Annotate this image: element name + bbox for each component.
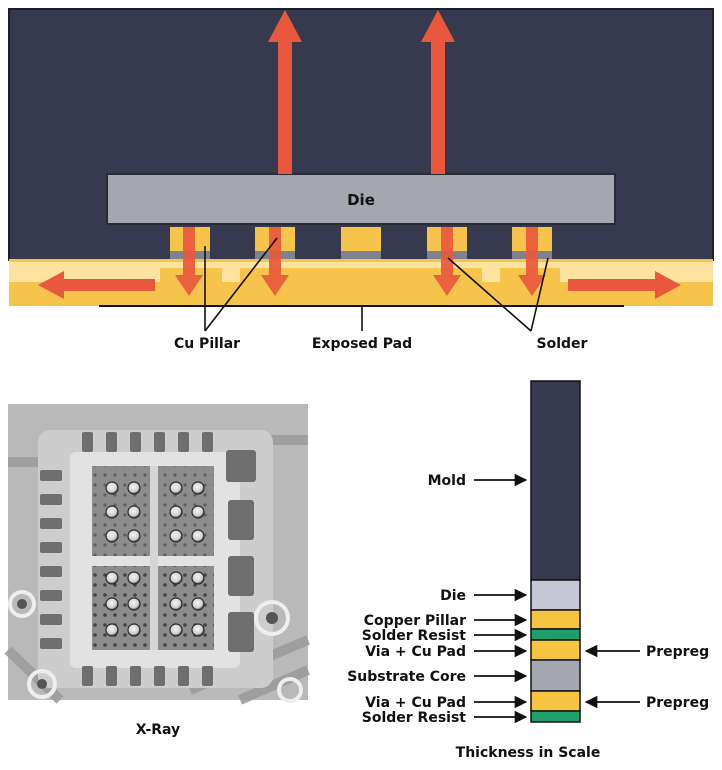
stack-label-substrate-core: Substrate Core (347, 669, 466, 685)
layer-mold (530, 380, 581, 581)
layer-copper-pillar (530, 609, 581, 630)
stack-label-solder-resist: Solder Resist (362, 628, 467, 644)
die (106, 173, 616, 225)
stackup-column: Mold Die Copper Pillar Solder Resist Via… (347, 380, 709, 761)
layer-die (530, 579, 581, 611)
heat-arrow-down (175, 227, 203, 296)
heat-arrow-down (261, 227, 289, 296)
layer-substrate-core (530, 659, 581, 692)
layer-via-cu-pad (530, 639, 581, 661)
solder-callout: Solder (537, 336, 588, 352)
package-cross-section: Die Cu Pillar Exposed Pad Solder (8, 8, 714, 352)
heat-arrow-left (38, 271, 155, 299)
stack-label-via-cu-pad: Via + Cu Pad (365, 644, 466, 660)
stackup-caption: Thickness in Scale (456, 745, 601, 761)
heat-arrow-down (433, 227, 461, 296)
stack-label-prepreg: Prepreg (646, 644, 709, 660)
stack-label-solder-resist: Solder Resist (362, 710, 467, 726)
heat-arrow-up (268, 10, 302, 174)
exposed-pad-callout: Exposed Pad (312, 336, 412, 352)
heat-arrow-up (421, 10, 455, 174)
xray-caption: X-Ray (136, 722, 180, 738)
stack-label-mold: Mold (428, 473, 466, 489)
stack-label-copper-pillar: Copper Pillar (364, 613, 466, 629)
solder-joint (341, 251, 381, 259)
stack-label-via-cu-pad: Via + Cu Pad (365, 695, 466, 711)
layer-solder-resist (530, 628, 581, 641)
cu-pillar (341, 227, 381, 251)
cu-pillar-callout: Cu Pillar (174, 336, 240, 352)
xray-image: X-Ray (4, 404, 311, 738)
die-label: Die (347, 191, 375, 209)
heat-arrow-down (518, 227, 546, 296)
stack-label-die: Die (440, 588, 466, 604)
layer-solder-resist (530, 710, 581, 723)
callout-lines (204, 237, 549, 332)
layer-via-cu-pad (530, 690, 581, 712)
heat-arrow-right (568, 271, 681, 299)
stack-label-prepreg: Prepreg (646, 695, 709, 711)
heat-flow-arrows (38, 10, 681, 299)
